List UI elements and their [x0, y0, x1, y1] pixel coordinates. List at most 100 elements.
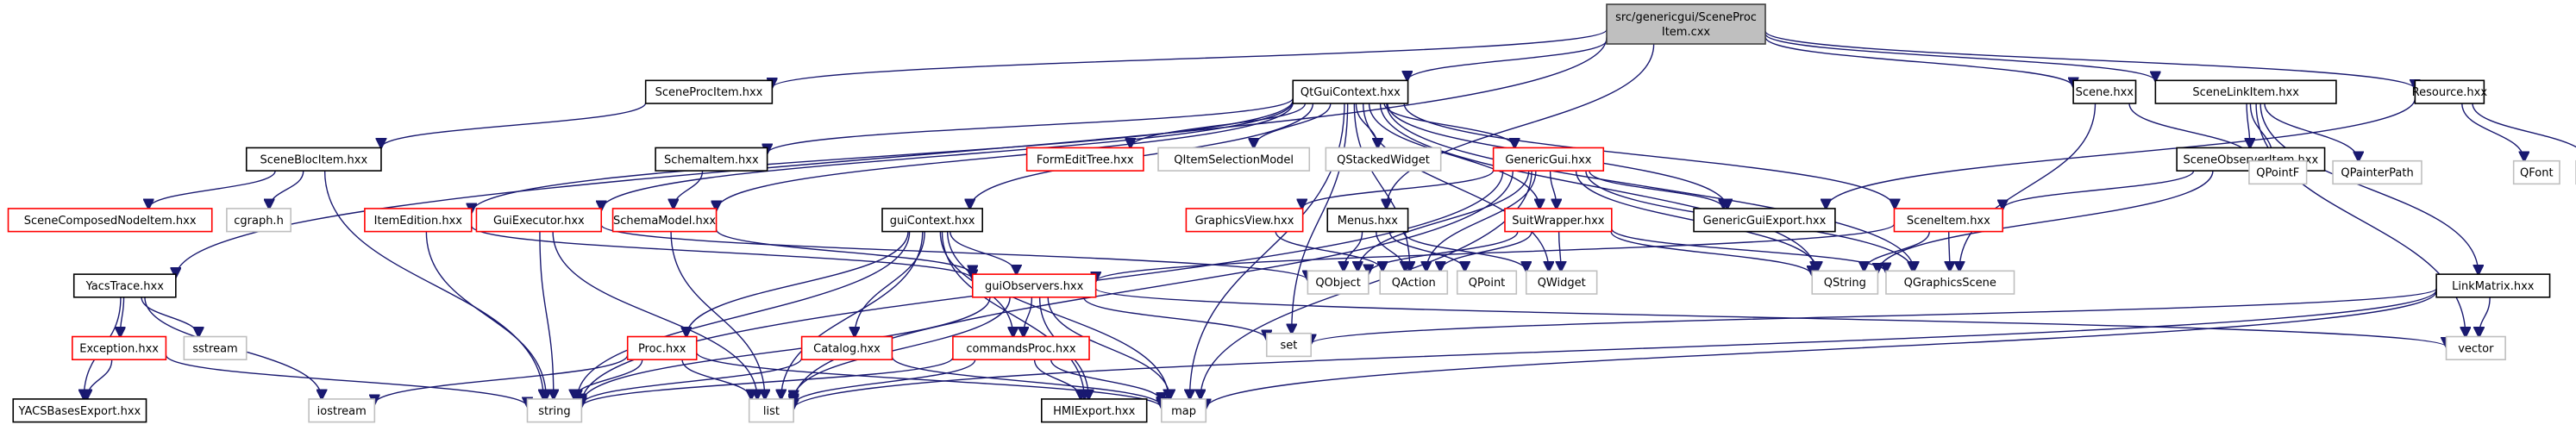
node-box — [611, 208, 718, 233]
edge-sceneblocitem-hxx-to-scenecomposednodeitem-hxx — [148, 170, 276, 209]
node-box — [1157, 147, 1311, 172]
node-exception-hxx[interactable]: Exception.hxx — [72, 335, 167, 360]
node-qwidget[interactable]: QWidget — [1525, 270, 1598, 295]
edge-guiobservers-hxx-to-list — [793, 297, 1011, 400]
node-box — [2248, 159, 2308, 185]
node-scenecomposednodeitem-hxx[interactable]: SceneComposedNodeItem.hxx — [7, 208, 213, 233]
node-label: QStackedWidget — [1337, 153, 1430, 166]
node-label: Scene.hxx — [2076, 86, 2134, 99]
node-formedittree-hxx[interactable]: FormEditTree.hxx — [1025, 147, 1144, 172]
node-hmiexport-hxx[interactable]: HMIExport.hxx — [1040, 398, 1148, 423]
edge-linkmatrix-hxx-to-vector — [2479, 297, 2491, 337]
edge-catalog-hxx-to-map — [891, 356, 1161, 407]
node-label: guiObservers.hxx — [985, 280, 1084, 293]
node-schemaitem-hxx[interactable]: SchemaItem.hxx — [655, 147, 768, 172]
node-label: QObject — [1315, 277, 1361, 290]
node-qpoint[interactable]: QPoint — [1456, 270, 1518, 295]
node-iostream[interactable]: iostream — [308, 398, 376, 423]
node-qstring[interactable]: QString — [1811, 270, 1879, 295]
node-yacsbasesexport-hxx[interactable]: YACSBasesExport.hxx — [12, 398, 147, 423]
node-scenelinkitem-hxx[interactable]: SceneLinkItem.hxx — [2154, 79, 2337, 104]
node-label: string — [538, 405, 570, 418]
node-guicontext-hxx[interactable]: guiContext.hxx — [881, 208, 983, 233]
node-label: YacsTrace.hxx — [85, 280, 165, 293]
node-box — [1811, 270, 1879, 295]
node-qfont[interactable]: QFont — [2512, 159, 2560, 185]
node-box — [1606, 3, 1766, 45]
node-set[interactable]: set — [1265, 332, 1312, 358]
node-list[interactable]: list — [748, 398, 794, 423]
node-box — [1492, 147, 1605, 172]
node-qobject[interactable]: QObject — [1307, 270, 1369, 295]
node-commandsproc-hxx[interactable]: commandsProc.hxx — [952, 335, 1090, 360]
node-string[interactable]: string — [526, 398, 583, 423]
node-label: Menus.hxx — [1338, 215, 1399, 228]
node-box — [1893, 208, 2003, 233]
node-box — [2154, 79, 2337, 104]
node-box — [1185, 208, 1304, 233]
edge-root-to-sceneprocitem-hxx — [772, 28, 1608, 87]
node-guiexecutor-hxx[interactable]: GuiExecutor.hxx — [475, 208, 603, 233]
edge-proc-hxx-to-map — [696, 352, 1162, 409]
node-catalog-hxx[interactable]: Catalog.hxx — [800, 335, 893, 360]
node-sceneblocitem-hxx[interactable]: SceneBlocItem.hxx — [245, 147, 382, 172]
node-label: FormEditTree.hxx — [1037, 153, 1134, 166]
edge-catalog-hxx-to-string — [581, 357, 803, 404]
node-qpointf[interactable]: QPointF — [2248, 159, 2308, 185]
node-itemedition-hxx[interactable]: ItemEdition.hxx — [364, 208, 473, 233]
node-qaction[interactable]: QAction — [1379, 270, 1449, 295]
node-label: QPainterPath — [2341, 167, 2413, 180]
node-yacstrace-hxx[interactable]: YacsTrace.hxx — [72, 273, 177, 298]
node-box — [2414, 79, 2485, 104]
node-qpainterpath[interactable]: QPainterPath — [2332, 159, 2422, 185]
node-label: SceneItem.hxx — [1907, 215, 1990, 228]
node-resource-hxx[interactable]: Resource.hxx — [2412, 79, 2488, 104]
node-menus-hxx[interactable]: Menus.hxx — [1326, 208, 1409, 233]
node-label: QFont — [2520, 167, 2554, 180]
edge-guiexecutor-hxx-to-qobject — [600, 224, 1307, 280]
node-label: set — [1281, 340, 1298, 353]
edge-qtguicontext-hxx-to-qwidget — [1362, 103, 1549, 271]
edge-proc-hxx-to-iostream — [374, 354, 629, 404]
node-label: QItemSelectionModel — [1174, 153, 1294, 166]
node-box — [1025, 147, 1144, 172]
edge-resource-hxx-to-qfont — [2461, 103, 2524, 161]
edge-exception-hxx-to-yacsbasesexport-hxx — [87, 359, 113, 399]
node-box — [1379, 270, 1449, 295]
edge-guicontext-hxx-to-hmiexport-hxx — [941, 231, 1084, 399]
node-genericguiexport-hxx[interactable]: GenericGuiExport.hxx — [1693, 208, 1836, 233]
node-box — [1504, 208, 1613, 233]
edge-sceneitem-hxx-to-qstring — [1864, 231, 1930, 272]
node-box — [7, 208, 213, 233]
edge-exception-hxx-to-string — [165, 354, 527, 407]
node-suitwrapper-hxx[interactable]: SuitWrapper.hxx — [1504, 208, 1613, 233]
node-box — [2435, 273, 2551, 298]
node-linkmatrix-hxx[interactable]: LinkMatrix.hxx — [2435, 273, 2551, 298]
edge-linkmatrix-hxx-to-set — [1311, 288, 2437, 344]
node-proc-hxx[interactable]: Proc.hxx — [626, 335, 698, 360]
node-box — [1161, 398, 1207, 423]
edge-guiobservers-hxx-to-vector — [1094, 287, 2447, 347]
node-qgraphicsscene[interactable]: QGraphicsScene — [1885, 270, 2015, 295]
node-sstream[interactable]: sstream — [183, 335, 248, 360]
node-genericgui-hxx[interactable]: GenericGui.hxx — [1492, 147, 1605, 172]
edge-qtguicontext-hxx-to-schemamodel-hxx — [717, 103, 1294, 210]
node-label: QPointF — [2256, 167, 2299, 180]
node-qstackedwidget[interactable]: QStackedWidget — [1325, 147, 1442, 172]
node-scene-hxx[interactable]: Scene.hxx — [2072, 79, 2137, 104]
node-box — [971, 273, 1097, 298]
node-box — [2072, 79, 2137, 104]
node-sceneprocitem-hxx[interactable]: SceneProcItem.hxx — [644, 79, 774, 104]
node-label: GenericGuiExport.hxx — [1703, 215, 1827, 228]
node-cgraph-h[interactable]: cgraph.h — [226, 208, 291, 233]
node-label: YACSBasesExport.hxx — [18, 405, 141, 418]
node-graphicsview-hxx[interactable]: GraphicsView.hxx — [1185, 208, 1304, 233]
node-map[interactable]: map — [1161, 398, 1207, 423]
node-sceneitem-hxx[interactable]: SceneItem.hxx — [1893, 208, 2003, 233]
node-root[interactable]: src/genericgui/SceneProcItem.cxx — [1606, 3, 1766, 45]
node-guiobservers-hxx[interactable]: guiObservers.hxx — [971, 273, 1097, 298]
node-qtguicontext-hxx[interactable]: QtGuiContext.hxx — [1292, 79, 1409, 104]
node-schemamodel-hxx[interactable]: SchemaModel.hxx — [611, 208, 718, 233]
node-vector[interactable]: vector — [2445, 335, 2506, 360]
node-qitemselectionmodel[interactable]: QItemSelectionModel — [1157, 147, 1311, 172]
